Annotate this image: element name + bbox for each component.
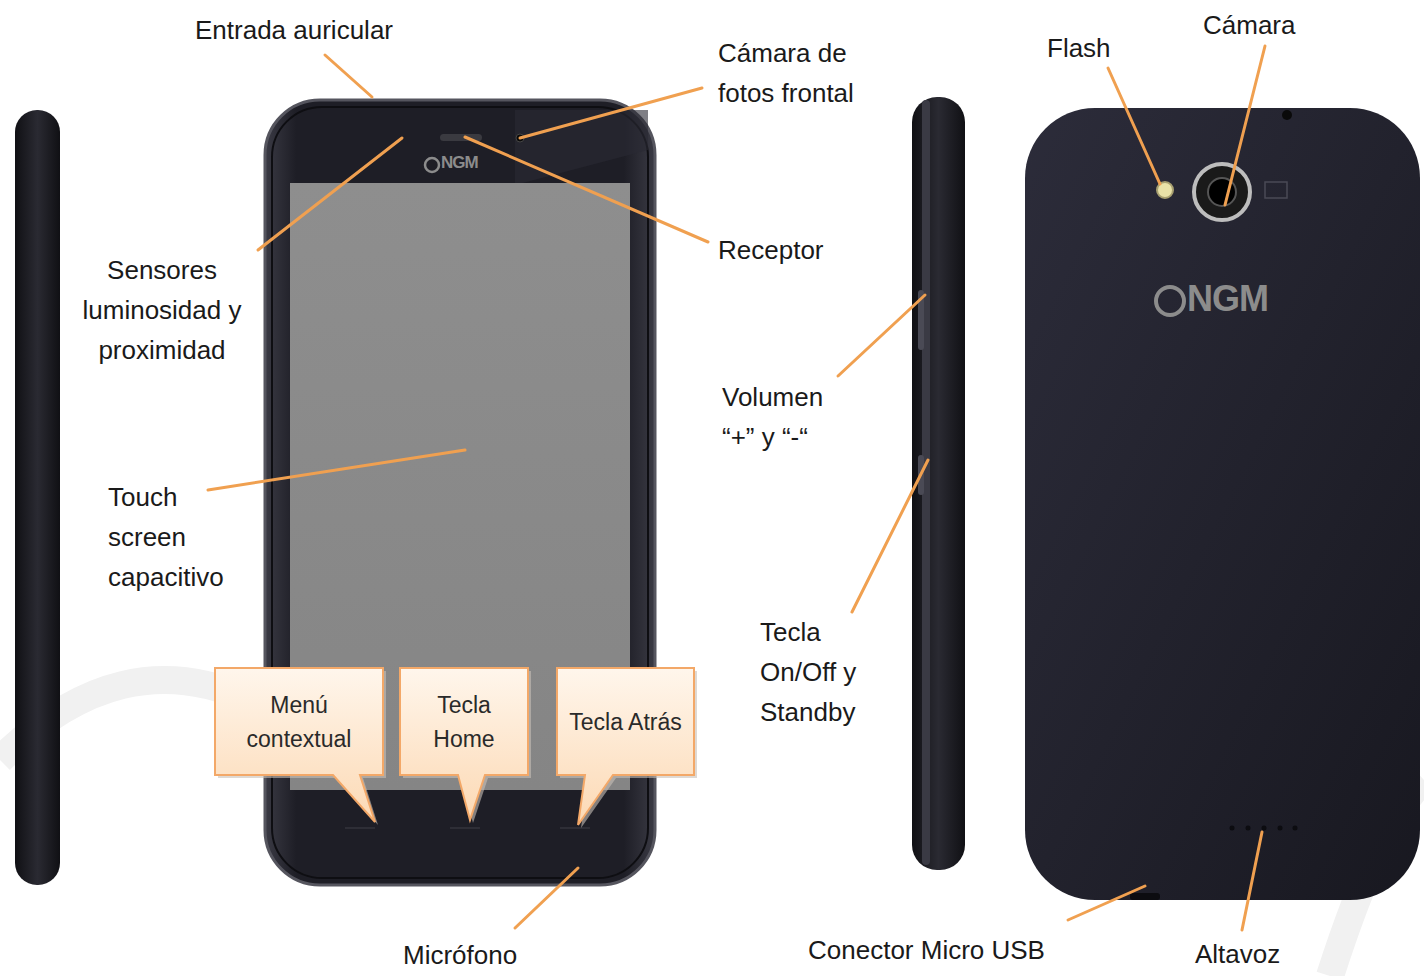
- leader-line: [325, 55, 372, 97]
- phone-body: [1025, 108, 1420, 900]
- speaker-hole: [1230, 826, 1235, 831]
- logo-icon: [1156, 287, 1184, 315]
- part-label: Touch screen capacitivo: [108, 477, 248, 597]
- leader-line: [515, 868, 578, 928]
- leader-line: [852, 460, 928, 612]
- leader-line: [1108, 68, 1160, 184]
- callout-shape: [400, 668, 528, 820]
- leader-line: [1225, 46, 1265, 205]
- callout-box: Tecla Home: [400, 668, 528, 775]
- callout-bubble: [215, 668, 383, 775]
- phone-side-right: [912, 97, 965, 870]
- callout-text: Tecla Home: [400, 682, 528, 762]
- jack-hole: [1282, 110, 1292, 120]
- touch-key: [560, 827, 590, 829]
- brand-logo: NGM: [441, 154, 478, 173]
- part-label: Entrada auricular: [195, 10, 445, 50]
- part-label: Micrófono: [403, 935, 563, 975]
- callout-text: Tecla Atrás: [561, 699, 690, 745]
- usb-port: [1130, 893, 1160, 900]
- leader-line: [258, 138, 402, 250]
- leader-line: [1242, 832, 1262, 930]
- part-label: Altavoz: [1195, 934, 1335, 974]
- leader-line: [520, 88, 702, 138]
- part-label: Volumen “+” y “-“: [722, 377, 852, 457]
- leader-line: [838, 295, 925, 376]
- callout-bubble: [400, 668, 528, 775]
- leader-line: [1068, 886, 1145, 920]
- callout-box: Tecla Atrás: [557, 668, 694, 775]
- touch-key: [450, 827, 480, 829]
- part-label: Flash: [1047, 28, 1167, 68]
- speaker-hole: [1278, 826, 1283, 831]
- phone-side: [912, 97, 965, 870]
- speaker-hole: [1293, 826, 1298, 831]
- part-label: Cámara de fotos frontal: [718, 33, 868, 113]
- leader-lines: [208, 46, 1265, 930]
- speaker-hole: [1246, 826, 1251, 831]
- part-label: Tecla On/Off y Standby: [760, 612, 895, 732]
- part-label: Sensores luminosidad y proximidad: [72, 250, 252, 370]
- phone-side-left: [15, 110, 60, 885]
- speaker-grille: [1230, 826, 1298, 831]
- callout-box: Menú contextual: [215, 668, 383, 775]
- callout-shape: [557, 668, 694, 825]
- part-label: Conector Micro USB: [808, 930, 1108, 970]
- leader-line: [208, 450, 465, 490]
- part-label: Receptor: [718, 230, 878, 270]
- logo-icon: [425, 158, 439, 172]
- rear-camera: [1194, 164, 1250, 220]
- speaker-hole: [1262, 826, 1267, 831]
- part-label: Cámara: [1203, 5, 1343, 45]
- earpiece: [440, 134, 482, 141]
- brand-logo: NGM: [1187, 279, 1268, 319]
- leader-line: [465, 137, 708, 242]
- callout-text: Menú contextual: [215, 682, 383, 762]
- sensor-mark: [1265, 182, 1287, 198]
- callout-shape: [215, 668, 383, 822]
- phone-back: [1025, 108, 1420, 900]
- touch-key: [345, 827, 375, 829]
